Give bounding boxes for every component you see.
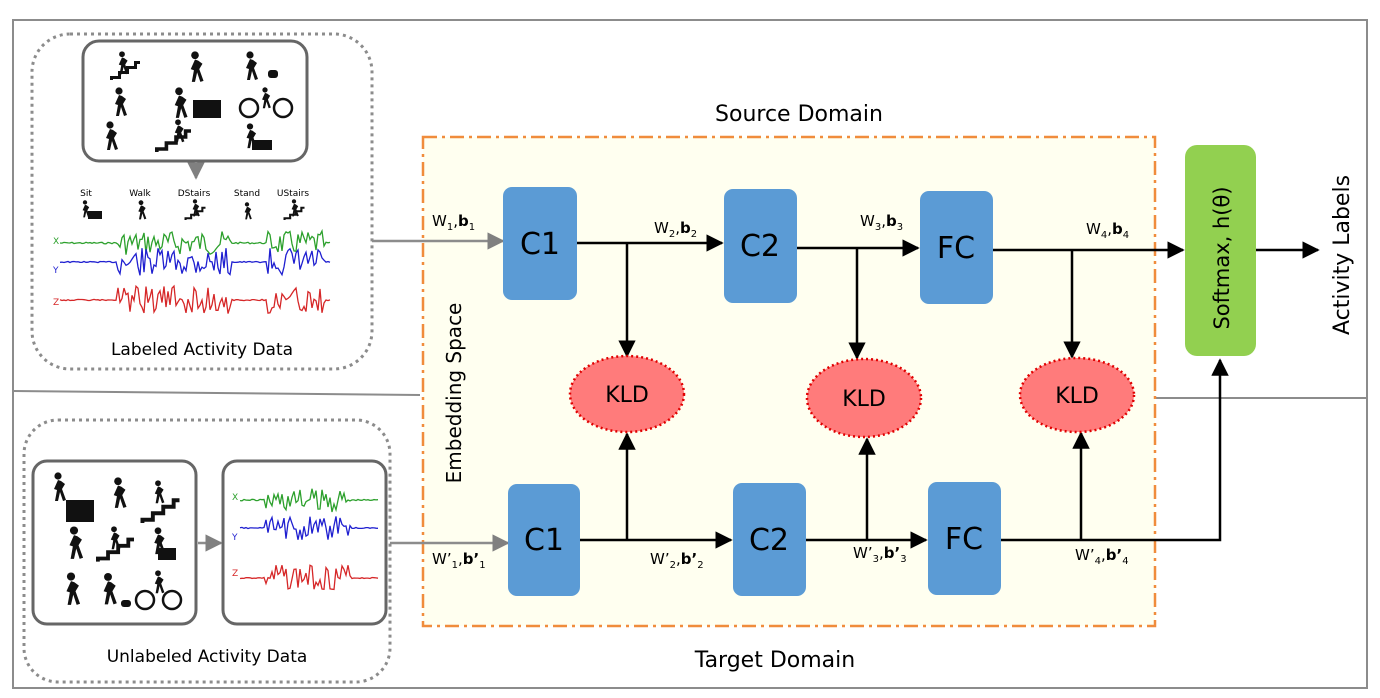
activity-name-stand: Stand <box>234 189 260 199</box>
labeled-signal-y <box>59 247 331 277</box>
unlabeled-activity-panel: X Y Z Unlabeled Activity Data <box>22 418 392 684</box>
target-weight-labels: W’1,b’1 W’2,b’2 W’3,b’3 W’4,b’4 <box>432 544 1129 571</box>
activity-name-labels: Sit Walk DStairs Stand UStairs <box>80 189 309 199</box>
labeled-activity-data-label: Labeled Activity Data <box>111 340 293 360</box>
unlabeled-signal-y <box>239 515 379 540</box>
kld-ellipse-3 <box>1018 356 1136 434</box>
softmax-block <box>1185 145 1256 356</box>
labeled-axis-z: Z <box>53 298 59 308</box>
labeled-activity-icons <box>106 51 294 152</box>
target-fc-block <box>928 482 1001 595</box>
source-c1-label: C1 <box>520 227 560 262</box>
kld-label-2: KLD <box>842 387 886 412</box>
target-w4b4: W’4,b’4 <box>1075 546 1129 567</box>
unlabeled-signal-z <box>239 563 379 591</box>
target-c1-block <box>508 484 580 596</box>
kld-ellipse-2 <box>805 357 923 439</box>
labeled-axis-x: X <box>53 237 59 247</box>
activity-name-dstairs: DStairs <box>178 189 211 199</box>
target-w2b2: W’2,b’2 <box>650 550 704 571</box>
target-c1-label: C1 <box>524 523 564 558</box>
source-fc-block <box>920 191 993 304</box>
softmax-label: Softmax, h(θ) <box>1210 186 1234 329</box>
target-c2-label: C2 <box>749 523 789 558</box>
source-domain-label: Source Domain <box>715 102 883 127</box>
activity-labels-output: Activity Labels <box>1330 175 1355 335</box>
source-w1b1: W1,b1 <box>432 212 475 233</box>
unlabeled-signal-x <box>239 488 379 513</box>
kld-ellipse-1 <box>568 354 686 434</box>
unlabeled-activity-icons <box>54 472 183 611</box>
target-c2-block <box>733 483 806 596</box>
unlabeled-axis-y: Y <box>231 533 238 543</box>
domain-separator-left <box>12 390 421 396</box>
unlabeled-activity-data-label: Unlabeled Activity Data <box>107 647 308 667</box>
source-connections <box>577 234 1320 360</box>
source-w3b3: W3,b3 <box>860 212 903 233</box>
labeled-activity-panel: Sit Walk DStairs Stand UStairs X Y Z Lab… <box>30 32 374 371</box>
unlabeled-panel-border <box>22 418 392 684</box>
unlabeled-axis-z: Z <box>232 569 238 579</box>
activity-name-icons <box>82 199 305 220</box>
unlabeled-signal-box <box>221 459 388 626</box>
target-w3b3: W’3,b’3 <box>853 544 907 565</box>
source-fc-label: FC <box>937 231 975 266</box>
kld-label-1: KLD <box>605 383 649 408</box>
source-c1-block <box>503 187 577 300</box>
activity-name-sit: Sit <box>80 189 92 199</box>
source-w2b2: W2,b2 <box>654 219 697 240</box>
source-weight-labels: W1,b1 W2,b2 W3,b3 W4,b4 <box>432 212 1129 241</box>
target-connections <box>580 358 1229 549</box>
source-c2-label: C2 <box>740 229 780 264</box>
activity-name-walk: Walk <box>129 189 151 199</box>
labeled-axis-y: Y <box>52 266 59 276</box>
labeled-signal-z <box>59 284 331 315</box>
unlabeled-axis-x: X <box>232 493 238 503</box>
target-fc-label: FC <box>945 522 983 557</box>
embedding-space-label: Embedding Space <box>442 303 466 484</box>
source-c2-block <box>724 189 797 303</box>
target-domain-label: Target Domain <box>694 648 855 673</box>
activity-name-ustairs: UStairs <box>277 189 310 199</box>
labeled-signal-x <box>59 228 331 256</box>
outer-frame <box>12 19 1368 689</box>
target-w1b1: W’1,b’1 <box>432 550 486 571</box>
source-w4b4: W4,b4 <box>1086 220 1129 241</box>
kld-label-3: KLD <box>1055 384 1099 409</box>
